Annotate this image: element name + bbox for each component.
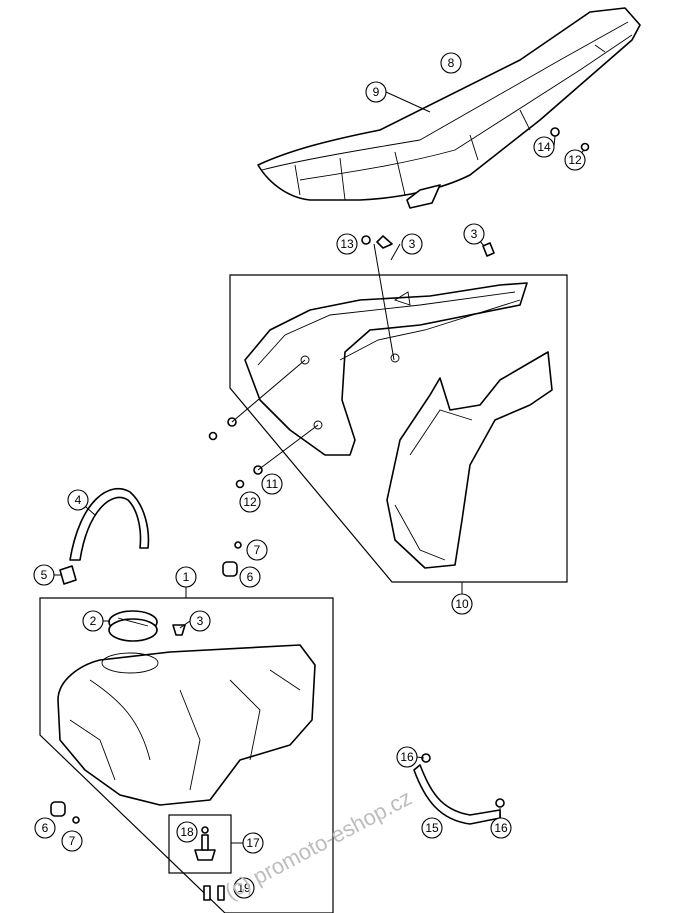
svg-text:3: 3 [197, 614, 204, 628]
callout-3: 3 [189, 610, 211, 632]
svg-text:3: 3 [409, 237, 416, 251]
callout-7: 7 [61, 830, 83, 852]
callout-10: 10 [451, 593, 473, 615]
part-group-frame-1 [39, 597, 334, 913]
svg-text:7: 7 [69, 834, 76, 848]
callout-5: 5 [33, 564, 55, 586]
svg-text:19: 19 [237, 881, 251, 895]
callout-17: 17 [242, 832, 264, 854]
callout-11: 11 [261, 473, 283, 495]
svg-text:5: 5 [41, 568, 48, 582]
callout-12: 12 [239, 491, 261, 513]
callout-12: 12 [564, 149, 586, 171]
callout-3: 3 [401, 233, 423, 255]
side-cover-right [386, 351, 553, 569]
svg-text:6: 6 [42, 821, 49, 835]
callout-14: 14 [533, 136, 555, 158]
svg-text:13: 13 [340, 237, 354, 251]
callout-4: 4 [67, 489, 89, 511]
svg-text:14: 14 [537, 140, 551, 154]
svg-text:6: 6 [247, 570, 254, 584]
callout-9: 9 [365, 81, 387, 103]
callout-18: 18 [176, 821, 198, 843]
fuel-tap-group [168, 814, 232, 901]
side-cover-left [244, 282, 528, 456]
callout-3: 3 [463, 223, 485, 245]
callout-19: 19 [233, 877, 255, 899]
callout-8: 8 [440, 52, 462, 74]
svg-text:10: 10 [455, 597, 469, 611]
svg-text:7: 7 [254, 543, 261, 557]
svg-text:18: 18 [180, 825, 194, 839]
svg-text:16: 16 [400, 750, 414, 764]
callout-15: 15 [421, 817, 443, 839]
callout-2: 2 [82, 610, 104, 632]
svg-text:17: 17 [246, 836, 260, 850]
fuel-cap [108, 610, 158, 642]
svg-text:2: 2 [90, 614, 97, 628]
svg-text:15: 15 [425, 821, 439, 835]
callout-7: 7 [246, 539, 268, 561]
callout-16: 16 [396, 746, 418, 768]
callout-6: 6 [34, 817, 56, 839]
part-group-frame-10 [229, 274, 568, 583]
seat [257, 7, 641, 209]
fuel-tank [57, 644, 316, 806]
callout-16: 16 [490, 817, 512, 839]
svg-text:4: 4 [75, 493, 82, 507]
callout-13: 13 [336, 233, 358, 255]
svg-text:12: 12 [568, 153, 582, 167]
svg-text:16: 16 [494, 821, 508, 835]
svg-text:8: 8 [448, 56, 455, 70]
svg-text:12: 12 [243, 495, 257, 509]
svg-text:11: 11 [266, 477, 279, 491]
vent-hose [59, 487, 150, 585]
svg-text:9: 9 [373, 85, 380, 99]
fuel-hose [413, 764, 501, 825]
callout-1: 1 [175, 566, 197, 588]
callout-6: 6 [239, 566, 261, 588]
svg-text:3: 3 [471, 227, 478, 241]
svg-text:1: 1 [183, 570, 190, 584]
